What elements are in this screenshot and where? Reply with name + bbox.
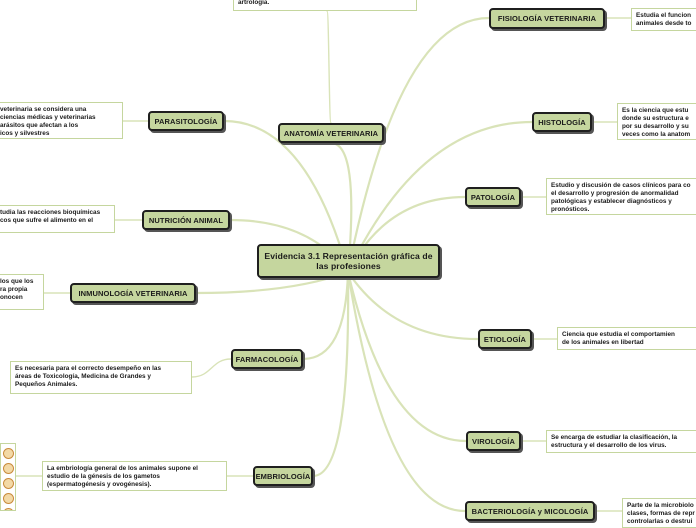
branch-etiologia[interactable]: ETIOLOGÍA xyxy=(478,329,532,349)
note-histologia: Es la ciencia que estu donde su estructu… xyxy=(617,103,696,140)
note-virologia: Se encarga de estudiar la clasificación,… xyxy=(546,430,696,453)
connector-virologia xyxy=(346,270,468,443)
note-fisiologia: Estudia el funcion animales desde to xyxy=(631,8,696,31)
connector-embriologia xyxy=(311,270,350,478)
branch-fisiologia-veterinaria[interactable]: FISIOLOGÍA VETERINARIA xyxy=(489,8,605,29)
branch-patologia[interactable]: PATOLOGÍA xyxy=(465,187,521,207)
branch-bacteriologia-micologia[interactable]: BACTERIOLOGÍA y MICOLOGÍA xyxy=(465,501,595,521)
connector-etiologia xyxy=(346,270,480,341)
connector-parasitologia xyxy=(222,119,350,274)
connector-farmacologia xyxy=(301,270,350,361)
connector-histologia xyxy=(346,120,534,274)
central-topic[interactable]: Evidencia 3.1 Representación gráfica de … xyxy=(257,244,440,278)
note-embriologia: La embriología general de los animales s… xyxy=(42,461,227,491)
branch-embriologia[interactable]: EMBRIOLOGÍA xyxy=(253,466,313,486)
note-parasitologia: veterinaria se considera una ciencias mé… xyxy=(0,102,123,139)
note-patologia: Estudio y discusión de casos clínicos pa… xyxy=(546,178,696,215)
branch-parasitologia[interactable]: PARASITOLOGÍA xyxy=(148,111,224,131)
note-connector-farmacologia xyxy=(191,358,232,378)
note-etiologia: Ciencia que estudia el comportamien de l… xyxy=(557,327,696,350)
note-farmacologia: Es necesaria para el correcto desempeño … xyxy=(10,361,192,394)
note-connector-anatomia xyxy=(326,10,332,124)
branch-histologia[interactable]: HISTOLOGÍA xyxy=(532,112,592,132)
connector-bacteriologia xyxy=(346,270,467,513)
connector-fisiologia xyxy=(346,16,491,274)
note-anatomia: artrología. xyxy=(233,0,417,11)
branch-anatomia-veterinaria[interactable]: ANATOMÍA VETERINARIA xyxy=(278,123,384,143)
branch-farmacologia[interactable]: FARMACOLOGÍA xyxy=(231,349,303,369)
embryo-image xyxy=(0,443,16,511)
note-nutricion: tudia las reacciones bioquímicas cos que… xyxy=(0,205,115,233)
note-inmunologia: los que los ra propia onocen xyxy=(0,274,44,310)
branch-virologia[interactable]: VIROLOGÍA xyxy=(466,431,521,451)
branch-inmunologia-veterinaria[interactable]: INMUNOLOGÍA VETERINARIA xyxy=(70,283,196,303)
note-bacteriologia: Parte de la microbiolo clases, formas de… xyxy=(622,498,696,528)
branch-nutricion-animal[interactable]: NUTRICIÓN ANIMAL xyxy=(142,210,230,230)
